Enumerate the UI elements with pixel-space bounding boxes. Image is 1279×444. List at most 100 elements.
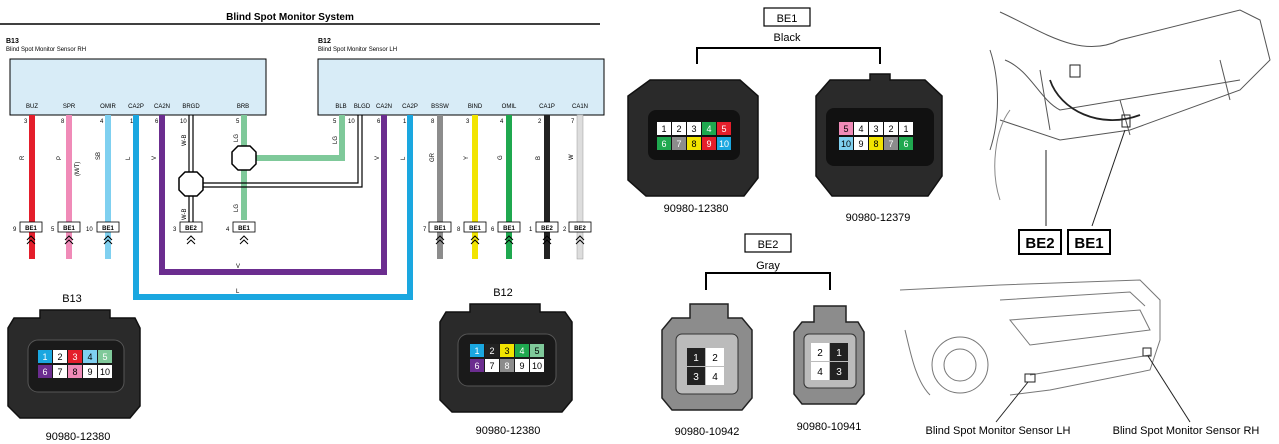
wire-code: V — [152, 156, 158, 160]
pin-number: 10 — [180, 119, 187, 125]
tag-name: BE1 — [238, 226, 250, 232]
sensor-lh-location-label: Blind Spot Monitor Sensor LH — [926, 425, 1071, 437]
pin-cell: 3 — [693, 372, 699, 383]
be2-color: Gray — [756, 260, 780, 272]
schematic-section: Blind Spot Monitor System B13 Blind Spot… — [0, 12, 605, 443]
wire-code: G — [498, 155, 504, 160]
pin-cell: 5 — [534, 346, 539, 356]
pin-label: BIND — [468, 104, 483, 110]
pin-number: 3 — [24, 119, 28, 125]
pin-cell: 6 — [42, 367, 47, 377]
vehicle-tag-be1: BE1 — [1074, 235, 1103, 252]
pin-cell: 8 — [691, 139, 696, 149]
tag-name: BE1 — [25, 226, 37, 232]
wire-code: L — [126, 156, 132, 160]
pin-cell: 7 — [676, 139, 681, 149]
pin-cell: 7 — [57, 367, 62, 377]
pin-label: CA1P — [539, 104, 555, 110]
pin-number: 4 — [100, 119, 104, 125]
sensor-rh-code: B13 — [6, 38, 19, 45]
wire-code: LG — [333, 136, 339, 144]
pin-cell: 2 — [817, 348, 823, 359]
pin-cell: 8 — [504, 361, 509, 371]
pin-label: CA2N — [154, 104, 170, 110]
pin-numbers: 3 8 4 1 6 10 5 5 10 6 1 8 3 4 2 7 — [24, 119, 575, 125]
pin-number: 6 — [377, 119, 381, 125]
wire-codes: R P (M/T) SB L V W-B LG W-B LG LG V L GR… — [20, 134, 575, 295]
pin-number: 1 — [130, 119, 134, 125]
connector-tag: 10 BE1 — [86, 221, 120, 233]
tag-pin: 1 — [529, 227, 533, 233]
pin-cell: 1 — [661, 124, 666, 134]
pin-cell: 6 — [474, 361, 479, 371]
pin-cell: 1 — [903, 124, 908, 134]
pin-cell: 5 — [721, 124, 726, 134]
wire-note: (M/T) — [75, 162, 81, 176]
connector-tag: 5 BE1 — [51, 221, 81, 233]
sensor-lh-box — [317, 58, 605, 116]
pin-cell: 4 — [519, 346, 524, 356]
pin-cell: 9 — [519, 361, 524, 371]
pin-cell: 2 — [57, 352, 62, 362]
pin-cell: 9 — [87, 367, 92, 377]
pin-cell: 4 — [87, 352, 92, 362]
pin-cell: 3 — [691, 124, 696, 134]
tag-name: BE1 — [469, 226, 481, 232]
pin-cell: 2 — [712, 353, 718, 364]
pin-cell: 6 — [903, 139, 908, 149]
tag-name: BE2 — [574, 226, 586, 232]
part-number: 90980-12380 — [664, 203, 729, 215]
wire-b — [544, 115, 550, 259]
pin-cell: 10 — [532, 361, 542, 371]
pin-cell: 10 — [841, 139, 851, 149]
be2-right-pins: 2 1 4 3 — [811, 343, 848, 380]
pin-cell: 10 — [100, 367, 110, 377]
splice-junction — [178, 171, 204, 197]
sensor-rh-location-label: Blind Spot Monitor Sensor RH — [1113, 425, 1260, 437]
be2-label: BE2 — [758, 239, 779, 251]
diagram-title: Blind Spot Monitor System — [226, 12, 354, 23]
pin-cell: 2 — [676, 124, 681, 134]
vehicle-top-tags: BE2 BE1 — [1018, 229, 1111, 255]
pin-cell: 7 — [489, 361, 494, 371]
pin-number: 1 — [403, 119, 407, 125]
tag-name: BE1 — [102, 226, 114, 232]
be1-section: BE1 Black 1 2 3 4 5 6 7 8 9 10 90980-123… — [627, 7, 943, 224]
be1-color: Black — [774, 32, 801, 44]
tag-name: BE1 — [63, 226, 75, 232]
pin-cell: 5 — [102, 352, 107, 362]
be1-left-pins: 1 2 3 4 5 6 7 8 9 10 — [657, 122, 731, 150]
pin-cell: 3 — [836, 367, 842, 378]
wire-code: V — [375, 156, 381, 160]
pin-label: OMIR — [100, 104, 116, 110]
pin-cell: 4 — [706, 124, 711, 134]
pin-label: BSSW — [431, 104, 449, 110]
pin-number: 5 — [236, 119, 240, 125]
connector-label: B13 — [62, 293, 82, 305]
pin-number: 8 — [61, 119, 65, 125]
connector-label: B12 — [493, 287, 513, 299]
pin-cell: 10 — [719, 139, 729, 149]
part-number: 90980-12379 — [846, 212, 911, 224]
tag-pin: 10 — [86, 227, 93, 233]
be1-right-pins: 5 4 3 2 1 10 9 8 7 6 — [839, 122, 913, 150]
wire-code: L — [401, 156, 407, 160]
tag-pin: 4 — [226, 227, 230, 233]
wire-code: W-B — [182, 134, 188, 146]
pin-cell: 1 — [42, 352, 47, 362]
pin-label: BRGD — [182, 104, 200, 110]
wire-g — [506, 115, 512, 259]
sensor-lh-code: B12 — [318, 38, 331, 45]
sensor-rh-name: Blind Spot Monitor Sensor RH — [6, 47, 86, 53]
wire-lg-lh — [339, 115, 345, 161]
be2-left-pins: 1 2 3 4 — [687, 348, 724, 385]
connector-tag: 7 BE1 — [423, 221, 452, 233]
connector-tag: 3 BE2 — [173, 221, 203, 233]
wire-code: SB — [96, 152, 102, 160]
connector-tag: 9 BE1 — [13, 221, 43, 233]
wire-code: LG — [234, 134, 240, 142]
part-number: 90980-10942 — [675, 426, 740, 438]
pin-label: BLB — [335, 104, 346, 110]
tag-pin: 9 — [13, 227, 17, 233]
